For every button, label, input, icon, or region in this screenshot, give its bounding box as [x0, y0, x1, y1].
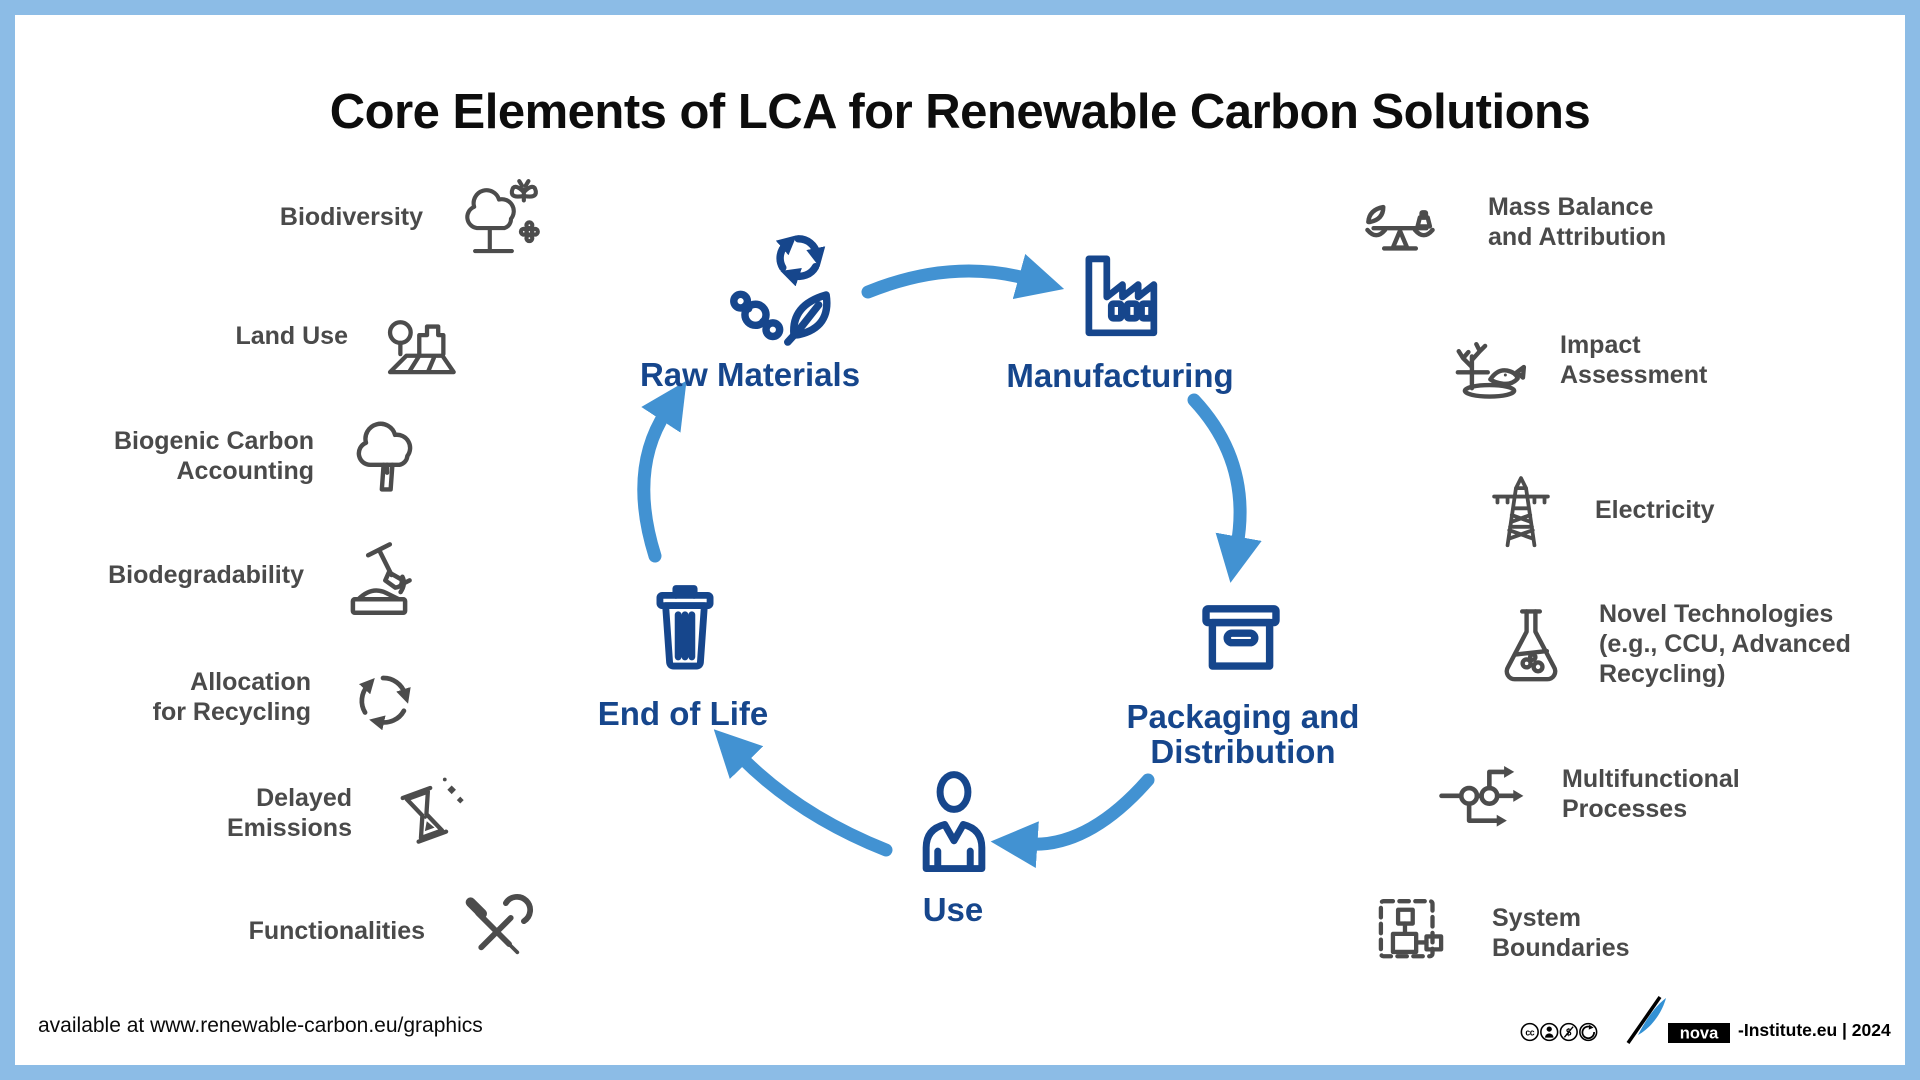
- left-item-biodegradability: Biodegradability: [0, 530, 424, 620]
- left-item-label: Allocation for Recycling: [152, 668, 311, 726]
- left-item-delayed-emissions: Delayed Emissions: [12, 770, 468, 856]
- power-pylon-icon: [1492, 476, 1550, 548]
- logo-wordmark: nova: [1680, 1025, 1719, 1043]
- left-item-biogenic-carbon: Biogenic Carbon Accounting: [0, 412, 432, 500]
- right-item-label: Electricity: [1595, 496, 1715, 524]
- availability-text: available at www.renewable-carbon.eu/gra…: [38, 1014, 483, 1037]
- factory-icon: [1085, 255, 1158, 337]
- stage-label-packaging-distribution: Packaging and Distribution: [1126, 698, 1360, 770]
- right-item-novel-technologies: Novel Technologies (e.g., CCU, Advanced …: [1487, 600, 1851, 688]
- right-item-label: Mass Balance and Attribution: [1488, 193, 1667, 251]
- biodiversity-icon: [465, 179, 540, 254]
- arrow-manufacturing-to-packaging: [1187, 393, 1262, 583]
- arrow-packaging-to-use: [990, 773, 1155, 868]
- cc-sa-icon: [1579, 1022, 1598, 1042]
- right-item-label: Novel Technologies (e.g., CCU, Advanced …: [1599, 600, 1851, 688]
- right-item-multifunctional-processes: Multifunctional Processes: [1436, 748, 1740, 840]
- box-icon: [1202, 605, 1280, 670]
- stage-label-use: Use: [922, 891, 984, 928]
- nova-institute-logo: nova: [1626, 996, 1730, 1044]
- environment-impact-icon: [1455, 341, 1527, 399]
- brand-suffix-text: -Institute.eu | 2024: [1738, 1020, 1891, 1040]
- left-item-land-use: Land Use: [8, 293, 464, 379]
- right-item-mass-balance: Mass Balance and Attribution: [1356, 178, 1666, 266]
- page-title: Core Elements of LCA for Renewable Carbo…: [329, 85, 1591, 139]
- svg-text:cc: cc: [1525, 1027, 1534, 1037]
- arrow-raw-to-manufacturing: [861, 253, 1065, 300]
- land-use-icon: [387, 320, 456, 375]
- flask-icon: [1504, 609, 1558, 682]
- stage-label-end-of-life: End of Life: [597, 695, 769, 732]
- left-item-label: Delayed Emissions: [226, 784, 352, 842]
- raw-materials-icon: [730, 235, 831, 346]
- right-item-label: Impact Assessment: [1560, 331, 1708, 389]
- svg-text:$: $: [1566, 1027, 1572, 1038]
- left-item-label: Functionalities: [248, 917, 425, 945]
- cc-nc-icon: [1559, 1022, 1578, 1042]
- right-item-label: Multifunctional Processes: [1562, 765, 1740, 823]
- biogenic-carbon-tree-icon: [356, 421, 413, 492]
- left-item-allocation-recycling: Allocation for Recycling: [0, 654, 427, 740]
- right-item-electricity: Electricity: [1479, 468, 1715, 552]
- logo-slash: [1626, 996, 1662, 1044]
- left-item-functionalities: Functionalities: [85, 890, 537, 972]
- right-item-system-boundaries: System Boundaries: [1368, 890, 1630, 976]
- tools-icon: [465, 894, 533, 955]
- right-item-label: System Boundaries: [1492, 904, 1630, 962]
- balance-scale-icon: [1365, 204, 1435, 251]
- stage-label-manufacturing: Manufacturing: [1006, 357, 1234, 394]
- stage-label-raw-materials: Raw Materials: [639, 356, 861, 393]
- branching-process-icon: [1439, 765, 1524, 827]
- cc-license-icons: cc $: [1520, 1022, 1598, 1042]
- cc-by-icon: [1540, 1022, 1559, 1042]
- cc-icon: [1520, 1022, 1539, 1042]
- left-item-label: Land Use: [235, 322, 348, 350]
- trash-can-icon: [656, 585, 714, 670]
- left-item-label: Biogenic Carbon Accounting: [113, 427, 314, 485]
- person-icon: [922, 771, 986, 873]
- right-item-impact-assessment: Impact Assessment: [1442, 316, 1707, 404]
- arrow-use-to-endoflife: [713, 729, 893, 857]
- hourglass-icon: [400, 777, 464, 844]
- recycling-arrows-icon: [359, 675, 411, 731]
- arrow-endoflife-to-raw: [637, 380, 687, 563]
- left-item-label: Biodiversity: [279, 203, 423, 231]
- system-boundary-icon: [1378, 899, 1444, 959]
- logo-sail-icon: [1638, 998, 1666, 1035]
- biodegradability-icon: [350, 542, 412, 616]
- left-item-label: Biodegradability: [108, 561, 304, 589]
- left-item-biodiversity: Biodiversity: [83, 171, 545, 263]
